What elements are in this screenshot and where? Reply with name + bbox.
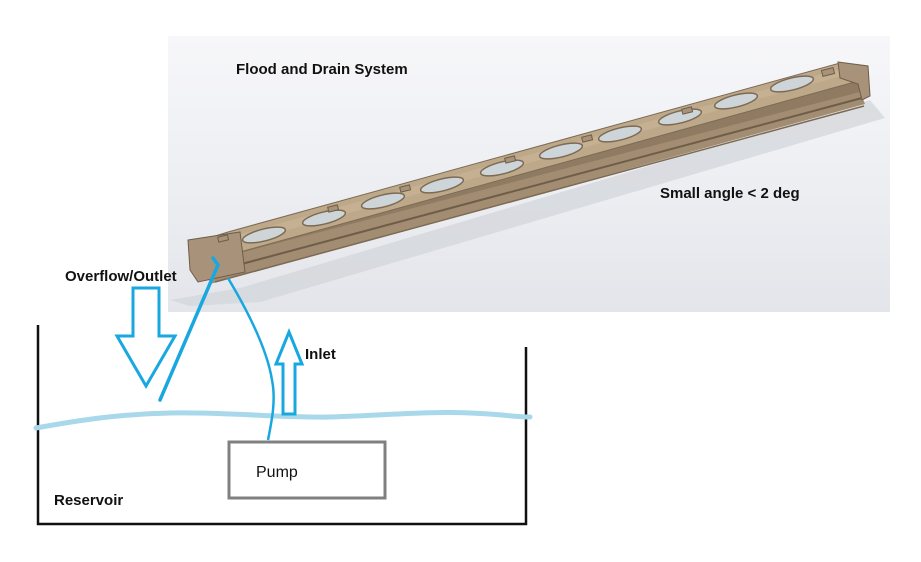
tray-cup [538,142,584,160]
tray-cup [479,159,525,177]
tray-end-cap-left [187,231,246,283]
pump-box [227,440,387,500]
inlet-hose [226,277,275,441]
tray-cup [713,92,759,110]
tray-shadow [170,100,885,306]
reservoir-wall [36,325,528,526]
tray-groove-line [207,97,863,274]
tray-lower-rail [205,92,865,284]
tray-slot [820,67,836,77]
tray-cups [241,75,815,244]
tray-cup [769,75,815,93]
tray-cup [301,209,347,227]
tray-slot [399,184,412,193]
tray-slot [681,106,694,115]
tray-rail-line [214,105,865,283]
overflow-outlet-label: Overflow/Outlet [65,268,177,285]
tray-slots [217,67,836,243]
reservoir-label: Reservoir [54,492,124,509]
tray-cup [419,176,465,194]
tray-end-cap-right [837,61,871,101]
tray-cup [657,108,703,126]
tray-slot [327,204,340,213]
tray-cup [597,125,643,143]
tray-cup [241,226,287,244]
tray-slot [504,155,517,164]
pump-label: Pump [256,464,298,481]
overflow-arrow [114,286,178,389]
outlet-drain-line [158,256,220,402]
tray-slot [581,134,594,143]
water-surface [33,409,533,431]
angle-label: Small angle < 2 deg [660,185,800,202]
system-title: Flood and Drain System [236,61,408,78]
inlet-label: Inlet [305,346,336,363]
tray-slot [217,234,230,243]
tray-cup [360,192,406,210]
inlet-arrow [273,328,305,416]
